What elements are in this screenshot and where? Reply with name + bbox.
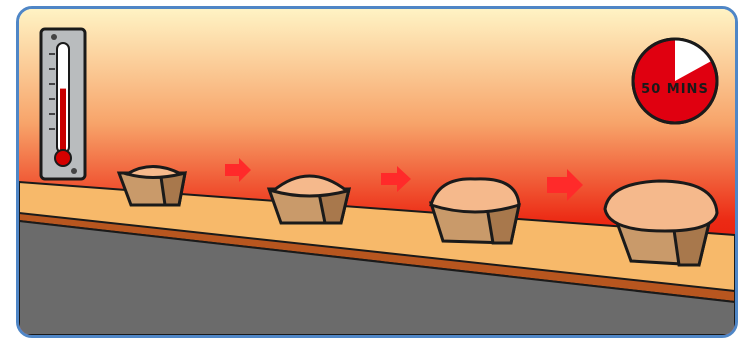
oven-illustration: 50 MINS [19, 9, 735, 335]
thermometer-icon [41, 29, 85, 179]
dough-stage-1 [119, 167, 185, 206]
oven-scene: 50 MINS [16, 6, 738, 338]
dough-stage-3 [431, 179, 519, 243]
timer-label: 50 MINS [641, 82, 709, 97]
timer-icon: 50 MINS [633, 39, 717, 123]
